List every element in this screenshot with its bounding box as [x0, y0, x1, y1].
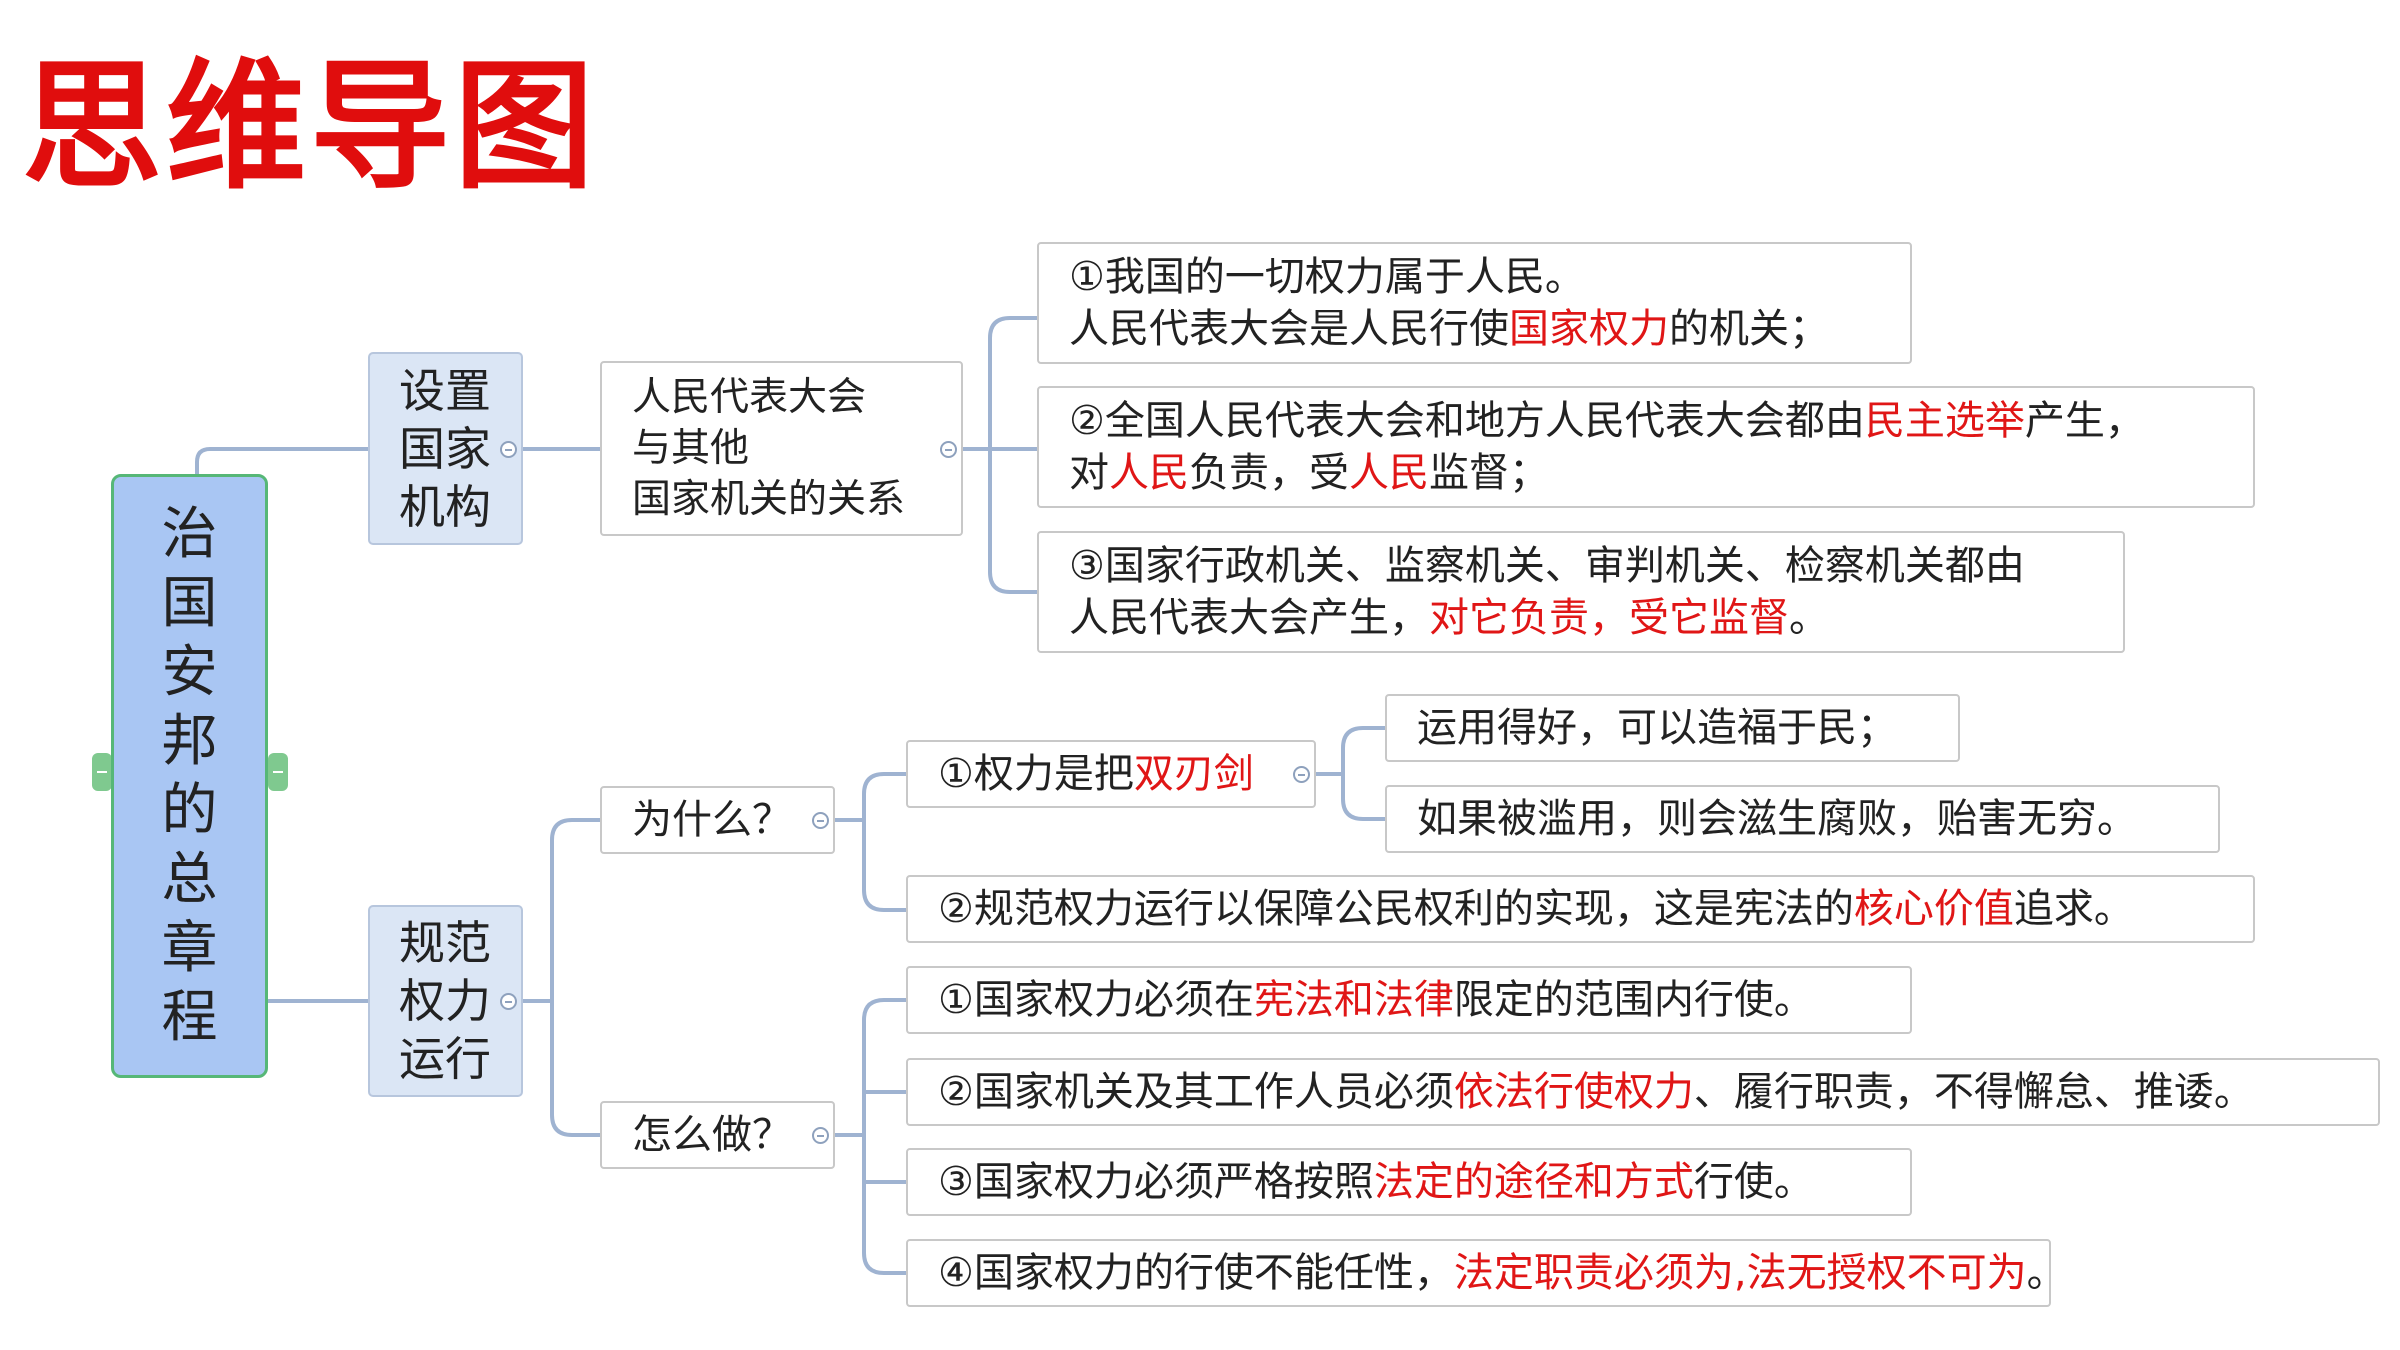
relation-item-2-text: ②全国人民代表大会和地方人民代表大会都由民主选举产生，对人民负责，受人民监督； [1069, 395, 2145, 499]
text-segment: ①国家权力必须在 [938, 977, 1254, 1023]
node-how[interactable]: 怎么做？ [600, 1101, 835, 1169]
text-segment: 。 [2026, 1250, 2067, 1296]
node-setup-institutions[interactable]: 设置国家机构 [368, 352, 523, 545]
text-segment: 。 [1789, 595, 1829, 641]
text-segment: 监督； [1429, 450, 1549, 496]
text-segment: ③国家行政机关、监察机关、审判机关、检察机关都由 [1069, 543, 2025, 589]
link-why-children [835, 772, 906, 912]
text-line: ③国家行政机关、监察机关、审判机关、检察机关都由 [1069, 540, 2025, 592]
collapse-sword-toggle[interactable] [1293, 766, 1310, 783]
text-segment: ④国家权力的行使不能任性， [938, 1250, 1454, 1296]
sword-child-good-use: 运用得好，可以造福于民； [1385, 694, 1960, 762]
emphasis-text: 双刃剑 [1133, 751, 1254, 797]
text-segment: 人民代表大会是人民行使 [1069, 306, 1509, 352]
relation-item-3-text: ③国家行政机关、监察机关、审判机关、检察机关都由人民代表大会产生，对它负责，受它… [1069, 540, 2025, 644]
emphasis-text: 宪法和法律 [1253, 977, 1454, 1023]
npc-relation-line-3: 国家机关的关系 [632, 477, 906, 522]
text-line: 人民代表大会是人民行使国家权力的机关； [1069, 303, 1829, 355]
text-segment: 人民代表大会产生， [1069, 595, 1429, 641]
node-how-label: 怎么做？ [632, 1112, 792, 1158]
emphasis-text: 民主选举 [1864, 398, 2025, 444]
how-item-2: ②国家机关及其工作人员必须依法行使权力、履行职责，不得懈怠、推诿。 [906, 1058, 2380, 1126]
node-why[interactable]: 为什么？ [600, 786, 835, 854]
relation-item-1-text: ①我国的一切权力属于人民。人民代表大会是人民行使国家权力的机关； [1069, 251, 1829, 355]
sword-child-abuse: 如果被滥用，则会滋生腐败，贻害无穷。 [1385, 785, 2220, 853]
emphasis-text: 对它负责，受它监督 [1429, 595, 1789, 641]
text-segment: ①权力是把 [938, 751, 1134, 797]
emphasis-text: 人民 [1349, 450, 1429, 496]
relation-item-1: ①我国的一切权力属于人民。人民代表大会是人民行使国家权力的机关； [1037, 242, 1912, 364]
npc-relation-line-2: 与其他 [632, 426, 750, 471]
why-item-core-value-text: ②规范权力运行以保障公民权利的实现，这是宪法的核心价值追求。 [938, 883, 2134, 935]
how-item-2-text: ②国家机关及其工作人员必须依法行使权力、履行职责，不得懈怠、推诿。 [938, 1066, 2254, 1118]
how-item-1-text: ①国家权力必须在宪法和法律限定的范围内行使。 [938, 974, 1814, 1026]
sword-child-good-use-text: 运用得好，可以造福于民； [1417, 702, 1897, 754]
link-how-items [835, 998, 906, 1275]
how-item-4-text: ④国家权力的行使不能任性，法定职责必须为,法无授权不可为。 [938, 1247, 2067, 1299]
collapse-relation-toggle[interactable] [940, 441, 957, 458]
relation-item-2: ②全国人民代表大会和地方人民代表大会都由民主选举产生，对人民负责，受人民监督； [1037, 386, 2255, 508]
double-edged-sword-text: ①权力是把双刃剑 [938, 748, 1254, 800]
collapse-setup-toggle[interactable] [500, 441, 517, 458]
node-double-edged-sword[interactable]: ①权力是把双刃剑 [906, 740, 1316, 808]
link-sword-children [1316, 726, 1385, 821]
npc-relation-line-1: 人民代表大会 [632, 375, 867, 420]
text-segment: 产生， [2024, 398, 2145, 444]
text-segment: ②国家机关及其工作人员必须 [938, 1069, 1454, 1115]
text-segment: ①我国的一切权力属于人民。 [1069, 254, 1585, 300]
emphasis-text: 依法行使权力 [1453, 1069, 1694, 1115]
expand-right-handle[interactable] [268, 753, 288, 791]
text-line: 对人民负责，受人民监督； [1069, 447, 2145, 499]
text-segment: 负责，受 [1189, 450, 1349, 496]
how-item-3-text: ③国家权力必须严格按照法定的途径和方式行使。 [938, 1156, 1814, 1208]
text-line: 人民代表大会产生，对它负责，受它监督。 [1069, 592, 2025, 644]
root-label: 治国安邦的总章程 [161, 502, 218, 1050]
emphasis-text: 核心价值 [1853, 886, 2014, 932]
text-segment: ②全国人民代表大会和地方人民代表大会都由 [1069, 398, 1865, 444]
emphasis-text: 法定职责必须为,法无授权不可为 [1453, 1250, 2027, 1296]
link-root-setup [195, 447, 368, 474]
node-npc-relation[interactable]: 人民代表大会 与其他 国家机关的关系 [600, 361, 963, 536]
sword-child-abuse-text: 如果被滥用，则会滋生腐败，贻害无穷。 [1417, 793, 2137, 845]
relation-item-3: ③国家行政机关、监察机关、审判机关、检察机关都由人民代表大会产生，对它负责，受它… [1037, 531, 2125, 653]
text-line: ①我国的一切权力属于人民。 [1069, 251, 1829, 303]
why-item-core-value: ②规范权力运行以保障公民权利的实现，这是宪法的核心价值追求。 [906, 875, 2255, 943]
text-segment: ②规范权力运行以保障公民权利的实现，这是宪法的 [938, 886, 1854, 932]
node-why-label: 为什么？ [632, 797, 792, 843]
how-item-1: ①国家权力必须在宪法和法律限定的范围内行使。 [906, 966, 1912, 1034]
page-title: 思维导图 [22, 46, 599, 209]
node-regulate-label: 规范权力运行 [399, 916, 491, 1086]
root-node[interactable]: 治国安邦的总章程 [111, 474, 268, 1078]
node-setup-label: 设置国家机构 [399, 363, 491, 534]
text-segment: 追求。 [2013, 886, 2134, 932]
text-segment: 如果被滥用，则会滋生腐败，贻害无穷。 [1417, 796, 2137, 842]
node-regulate-power[interactable]: 规范权力运行 [368, 905, 523, 1097]
collapse-how-toggle[interactable] [812, 1127, 829, 1144]
text-line: ②全国人民代表大会和地方人民代表大会都由民主选举产生， [1069, 395, 2145, 447]
how-item-3: ③国家权力必须严格按照法定的途径和方式行使。 [906, 1148, 1912, 1216]
emphasis-text: 法定的途径和方式 [1373, 1159, 1694, 1205]
emphasis-text: 人民 [1109, 450, 1189, 496]
collapse-regulate-toggle[interactable] [500, 993, 517, 1010]
text-segment: ③国家权力必须严格按照 [938, 1159, 1374, 1205]
text-segment: 运用得好，可以造福于民； [1417, 705, 1897, 751]
text-segment: 、履行职责，不得懈怠、推诿。 [1693, 1069, 2254, 1115]
text-segment: 对 [1069, 450, 1109, 496]
link-relation-items [963, 316, 1037, 594]
link-regulate-why-how [523, 818, 600, 1137]
emphasis-text: 国家权力 [1509, 306, 1669, 352]
text-segment: 行使。 [1693, 1159, 1814, 1205]
expand-left-handle[interactable] [92, 753, 112, 791]
text-segment: 的机关； [1669, 306, 1829, 352]
collapse-why-toggle[interactable] [812, 812, 829, 829]
how-item-4: ④国家权力的行使不能任性，法定职责必须为,法无授权不可为。 [906, 1239, 2067, 1307]
text-segment: 限定的范围内行使。 [1453, 977, 1814, 1023]
